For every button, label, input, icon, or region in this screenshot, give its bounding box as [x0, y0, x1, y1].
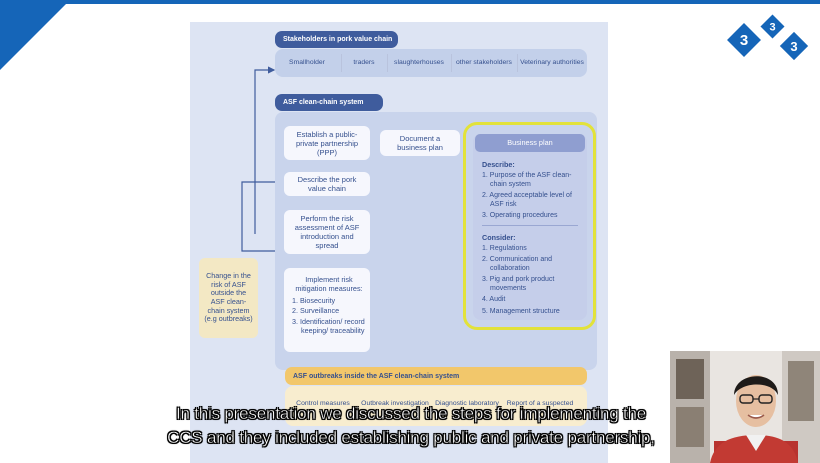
subtitle-line-1: In this presentation we discussed the st…	[175, 404, 647, 423]
consider-item: 4. Audit	[482, 296, 506, 304]
mitigation-item: 1. Biosecurity	[292, 295, 336, 305]
stakeholder-other: other stakeholders	[456, 59, 512, 67]
consider-item: 3. Pig and pork product movements	[482, 276, 555, 292]
stakeholder-divider	[341, 54, 342, 72]
stakeholder-divider	[451, 54, 452, 72]
outbreaks-row: Control measures Outbreak investigation …	[285, 386, 587, 426]
external-risk-change: Change in the risk of ASF outside the AS…	[199, 258, 258, 338]
describe-label: Describe:	[482, 160, 515, 169]
logo-digit-2: 3	[769, 22, 775, 34]
outbreak-control: Control measures	[296, 400, 350, 408]
describe-item: 3. Operating procedures	[482, 212, 558, 220]
step-risk-assessment: Perform the risk assessment of ASF intro…	[284, 210, 370, 254]
mitigation-item: 2. Surveillance	[292, 306, 340, 316]
outbreak-laboratory: Diagnostic laboratory	[435, 400, 499, 408]
business-plan-body: Describe: 1. Purpose of the ASF clean-ch…	[482, 160, 578, 319]
consider-item: 5. Management structure	[482, 307, 560, 315]
presenter-webcam	[670, 351, 820, 463]
subtitle-line-2: CCS and they included establishing publi…	[167, 428, 655, 447]
consider-label: Consider:	[482, 232, 516, 242]
business-plan-divider	[482, 224, 578, 226]
stakeholders-row: Smallholder traders slaughterhouses othe…	[275, 49, 587, 77]
outbreaks-title: ASF outbreaks inside the ASF clean-chain…	[285, 367, 587, 385]
logo-diamond-left: 3	[727, 23, 761, 57]
mitigation-item: 3. Identification/ record keeping/ trace…	[292, 317, 365, 335]
logo: 3 3 3	[727, 14, 809, 61]
logo-digit-1: 3	[740, 32, 748, 49]
logo-diamond-right: 3	[779, 31, 809, 61]
step-mitigation: Implement risk mitigation measures: 1. B…	[284, 268, 370, 352]
describe-item: 2. Agreed acceptable level of ASF risk	[482, 192, 572, 208]
presenter-image	[670, 351, 820, 463]
stakeholder-slaughterhouses: slaughterhouses	[394, 59, 444, 67]
outbreak-investigation: Outbreak investigation	[361, 400, 429, 408]
stakeholder-divider	[387, 54, 388, 72]
logo-digit-3: 3	[790, 39, 797, 54]
describe-item: 1. Purpose of the ASF clean-chain system	[482, 172, 572, 188]
stakeholder-veterinary: Veterinary authorities	[520, 59, 584, 67]
step-document-plan: Document a business plan	[380, 130, 460, 156]
system-title: ASF clean-chain system	[275, 94, 383, 111]
top-accent-bar	[0, 0, 820, 4]
stakeholder-traders: traders	[353, 59, 375, 67]
business-plan-panel: Business plan Describe: 1. Purpose of th…	[473, 134, 587, 320]
stakeholder-divider	[517, 54, 518, 72]
logo-diamond-top: 3	[760, 14, 785, 39]
diagram-slide: Stakeholders in pork value chain Smallho…	[190, 22, 608, 463]
consider-item: 1. Regulations	[482, 244, 527, 252]
business-plan-title: Business plan	[475, 134, 585, 152]
corner-accent	[0, 0, 70, 70]
business-plan-highlight	[463, 122, 596, 330]
stakeholders-title: Stakeholders in pork value chain	[275, 31, 398, 48]
step-ppp: Establish a public-private partnership (…	[284, 126, 370, 160]
step-describe-chain: Describe the pork value chain	[284, 172, 370, 196]
outbreak-report: Report of a suspected	[506, 400, 574, 408]
mitigation-title: Implement risk mitigation measures:	[295, 275, 363, 293]
consider-item: 2. Communication and collaboration	[482, 256, 553, 272]
stakeholder-smallholder: Smallholder	[289, 59, 325, 67]
